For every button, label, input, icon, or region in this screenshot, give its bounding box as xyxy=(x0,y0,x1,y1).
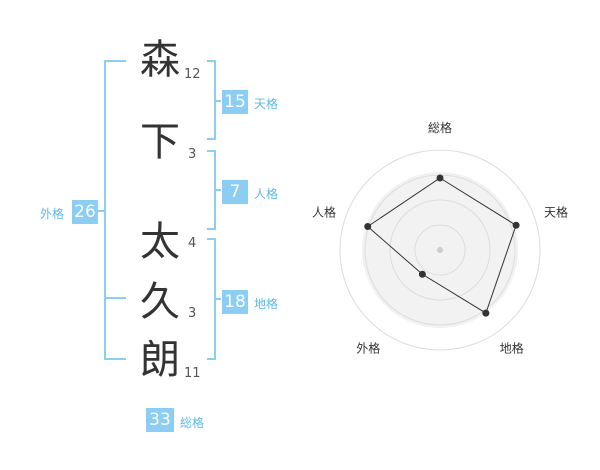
gaikaku-bracket xyxy=(104,60,126,360)
radar-axis-label-3: 外格 xyxy=(356,341,380,356)
name-char-5: 朗 xyxy=(140,337,180,383)
jinkaku-bracket xyxy=(207,150,216,230)
chikaku-badge: 18 xyxy=(222,290,248,314)
tenkaku-badge: 15 xyxy=(222,90,248,114)
gaikaku-inner-tick xyxy=(106,297,126,299)
jinkaku-bracket-tick xyxy=(216,189,221,191)
radar-polygon xyxy=(366,177,517,314)
stroke-count-1: 12 xyxy=(184,67,201,82)
stroke-count-2: 3 xyxy=(188,147,197,162)
tenkaku-bracket xyxy=(207,60,216,140)
radar-axis-label-0: 総格 xyxy=(428,120,452,135)
name-char-1: 森 xyxy=(140,37,180,83)
radar-axis-label-2: 地格 xyxy=(500,341,524,356)
jinkaku-badge: 7 xyxy=(222,180,248,204)
soukaku-label: 総格 xyxy=(180,416,205,430)
stroke-count-5: 11 xyxy=(184,366,201,381)
radar-ring-4 xyxy=(339,149,541,351)
radar-axis-label-1: 天格 xyxy=(544,204,568,219)
name-char-2: 下 xyxy=(140,119,180,165)
radar-ring-2 xyxy=(389,199,491,301)
tenkaku-bracket-tick xyxy=(216,100,221,102)
radar-point-3 xyxy=(418,270,426,278)
tenkaku-label: 天格 xyxy=(254,97,279,111)
radar-point-0 xyxy=(436,174,444,182)
chikaku-bracket-tick xyxy=(216,298,221,300)
stroke-count-3: 4 xyxy=(188,236,197,251)
gaikaku-bracket-tick xyxy=(98,210,104,212)
radar-center-dot xyxy=(437,247,443,253)
soukaku-badge: 33 xyxy=(146,408,174,432)
radar-point-1 xyxy=(512,221,520,229)
chikaku-bracket xyxy=(207,238,216,360)
gaikaku-badge: 26 xyxy=(72,200,98,224)
gaikaku-label: 外格 xyxy=(40,207,65,221)
name-char-3: 太 xyxy=(140,219,180,265)
radar-ring-1 xyxy=(414,224,466,276)
name-char-4: 久 xyxy=(140,279,180,325)
stroke-count-4: 3 xyxy=(188,306,197,321)
radar-axis-label-4: 人格 xyxy=(312,204,336,219)
chikaku-label: 地格 xyxy=(254,297,279,311)
radar-point-2 xyxy=(482,309,490,317)
jinkaku-label: 人格 xyxy=(254,187,279,201)
radar-point-4 xyxy=(364,223,372,231)
